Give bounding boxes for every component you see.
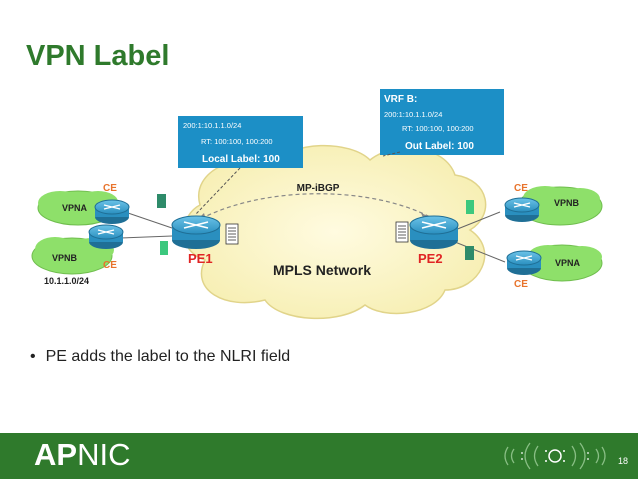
local-label-box: 200:1:10.1.1.0/24 RT: 100:100, 100:200 L… <box>178 116 303 168</box>
slide-title: VPN Label <box>26 40 170 72</box>
packet-icon-right-top <box>466 200 474 214</box>
site-vpna-right-label: VPNA <box>555 258 581 268</box>
ce-router-right-top[interactable] <box>504 197 540 222</box>
local-box-label: Local Label: 100 <box>202 154 280 165</box>
prefix-label: 10.1.1.0/24 <box>44 276 89 286</box>
pe2-label: PE2 <box>418 251 443 266</box>
site-vpnb-right <box>517 186 603 226</box>
local-box-connector <box>195 167 241 215</box>
ce-router-right-bottom[interactable] <box>506 250 542 275</box>
apnic-logo: APNIC <box>34 437 131 472</box>
site-vpna-left-label: VPNA <box>62 203 88 213</box>
site-vpnb-left-label: VPNB <box>52 253 78 263</box>
vrf-box-header: VRF B: <box>384 94 417 105</box>
site-vpnb-right-label: VPNB <box>554 198 580 208</box>
vrf-box-connector <box>382 151 401 157</box>
ce-router-left-bottom[interactable] <box>88 224 124 249</box>
mpls-network-label: MPLS Network <box>273 262 371 278</box>
pe2-router[interactable] <box>409 215 459 249</box>
vrf-box-label: Out Label: 100 <box>405 141 474 152</box>
network-links <box>119 211 506 263</box>
ce-label-right-top: CE <box>514 183 528 194</box>
pe1-router[interactable] <box>171 215 221 249</box>
vrf-box-rt: RT: 100:100, 100:200 <box>402 124 474 133</box>
ce-router-left-top[interactable] <box>94 199 130 224</box>
page-number: 18 <box>617 456 628 466</box>
site-vpnb-left <box>31 237 114 275</box>
mpls-cloud <box>183 144 487 320</box>
vrf-box-prefix: 200:1:10.1.1.0/24 <box>384 110 442 119</box>
packet-icon-left-top <box>157 194 166 208</box>
bullet-text: PE adds the label to the NLRI field <box>45 348 291 365</box>
pe1-label: PE1 <box>188 251 213 266</box>
mp-ibgp-label: MP-iBGP <box>297 183 340 194</box>
mp-ibgp-session-line <box>194 193 433 223</box>
local-box-prefix: 200:1:10.1.1.0/24 <box>183 121 241 130</box>
routing-table-icon-pe2 <box>395 221 409 243</box>
routing-table-icon-pe1 <box>225 223 239 245</box>
ce-label-left-top: CE <box>103 183 117 194</box>
bullet-point: • PE adds the label to the NLRI field <box>30 348 290 366</box>
out-label-box: VRF B: 200:1:10.1.1.0/24 RT: 100:100, 10… <box>380 89 504 155</box>
ce-label-left-bottom: CE <box>103 260 117 271</box>
bullet-dot-icon: • <box>30 348 36 365</box>
ce-label-right-bottom: CE <box>514 279 528 290</box>
packet-icon-right-bottom <box>465 246 474 260</box>
packet-icon-left-bottom <box>160 241 168 255</box>
local-box-rt: RT: 100:100, 100:200 <box>201 137 273 146</box>
decorative-waves-icon <box>504 442 606 470</box>
footer-bar: APNIC 18 <box>0 433 638 479</box>
